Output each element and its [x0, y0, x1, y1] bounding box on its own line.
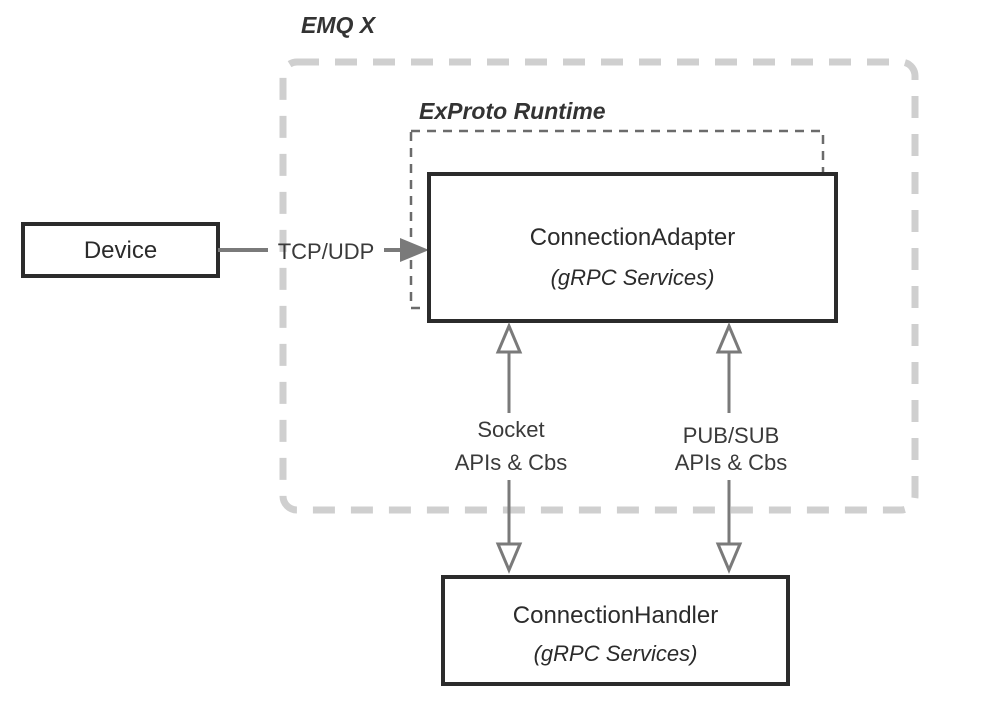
node-device-box[interactable] [21, 222, 220, 278]
edge-pubsub-apis: PUB/SUB APIs & Cbs [675, 322, 787, 574]
edge-pubsub-apis-label-line2: APIs & Cbs [675, 450, 787, 475]
node-connection-adapter-title: ConnectionAdapter [530, 224, 735, 251]
edge-socket-apis: Socket APIs & Cbs [455, 322, 567, 574]
node-connection-adapter-box[interactable] [427, 172, 838, 323]
edge-pubsub-apis-arrowhead-up [715, 322, 743, 354]
edge-pubsub-apis-label-line1: PUB/SUB [683, 423, 780, 448]
group-emqx-label: EMQ X [301, 12, 377, 38]
node-connection-handler-title: ConnectionHandler [513, 602, 718, 629]
node-connection-handler[interactable]: ConnectionHandler (gRPC Services) [441, 575, 790, 686]
group-exproto-label: ExProto Runtime [419, 98, 606, 124]
edge-socket-apis-arrowhead-down [495, 542, 523, 574]
edge-device-to-adapter-arrowhead [400, 238, 429, 262]
node-device[interactable]: Device [21, 222, 220, 278]
edge-socket-apis-label-line2: APIs & Cbs [455, 450, 567, 475]
edge-socket-apis-arrowhead-up [495, 322, 523, 354]
node-device-label: Device [84, 237, 157, 264]
node-connection-adapter[interactable]: ConnectionAdapter (gRPC Services) [427, 172, 838, 323]
node-connection-adapter-subtitle: (gRPC Services) [551, 265, 715, 290]
node-connection-handler-box[interactable] [441, 575, 790, 686]
node-connection-handler-subtitle: (gRPC Services) [534, 641, 698, 666]
group-emqx: EMQ X [279, 12, 919, 514]
edge-pubsub-apis-arrowhead-down [715, 542, 743, 574]
edge-device-to-adapter: TCP/UDP [218, 238, 429, 264]
edge-socket-apis-label-line1: Socket [477, 417, 544, 442]
edge-device-to-adapter-label: TCP/UDP [278, 239, 375, 264]
group-emqx-border [279, 58, 919, 514]
